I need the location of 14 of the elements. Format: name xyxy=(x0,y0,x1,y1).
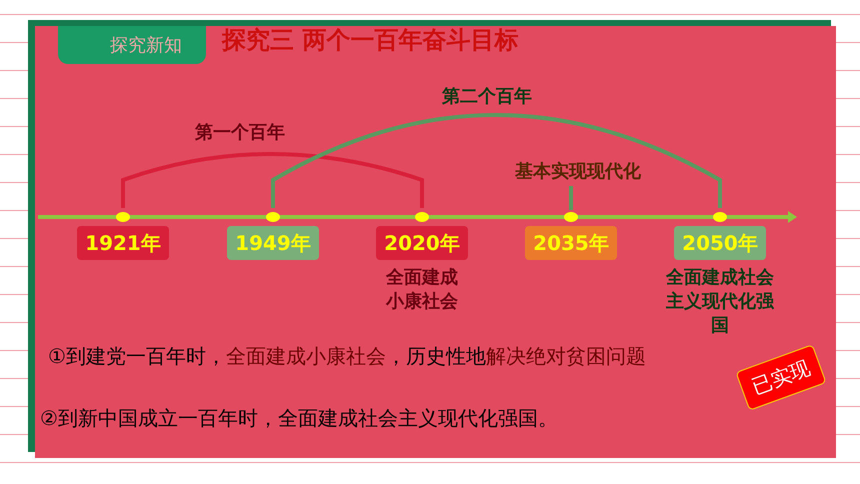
year-box: 2050年 xyxy=(674,226,766,260)
year-box: 2035年 xyxy=(525,226,617,260)
milestone-text: 基本实现现代化 xyxy=(514,160,642,184)
year-box: 1949年 xyxy=(227,226,319,260)
slide-title: 探究三 两个一百年奋斗目标 xyxy=(222,25,518,56)
milestone-text: 全面建成社会主义现代化强国 xyxy=(664,266,776,338)
goal-sentence: ②到新中国成立一百年时，全面建成社会主义现代化强国。 xyxy=(40,405,558,432)
bracket-label: 第一个百年 xyxy=(195,121,285,144)
year-box: 1921年 xyxy=(77,226,169,260)
milestone-text: 全面建成小康社会 xyxy=(384,266,459,314)
bracket-label: 第二个百年 xyxy=(442,85,532,108)
year-box: 2020年 xyxy=(376,226,468,260)
goal-sentence: ①到建党一百年时，全面建成小康社会，历史性地解决绝对贫困问题 xyxy=(48,343,646,370)
tab-label: 探究新知 xyxy=(110,34,182,57)
